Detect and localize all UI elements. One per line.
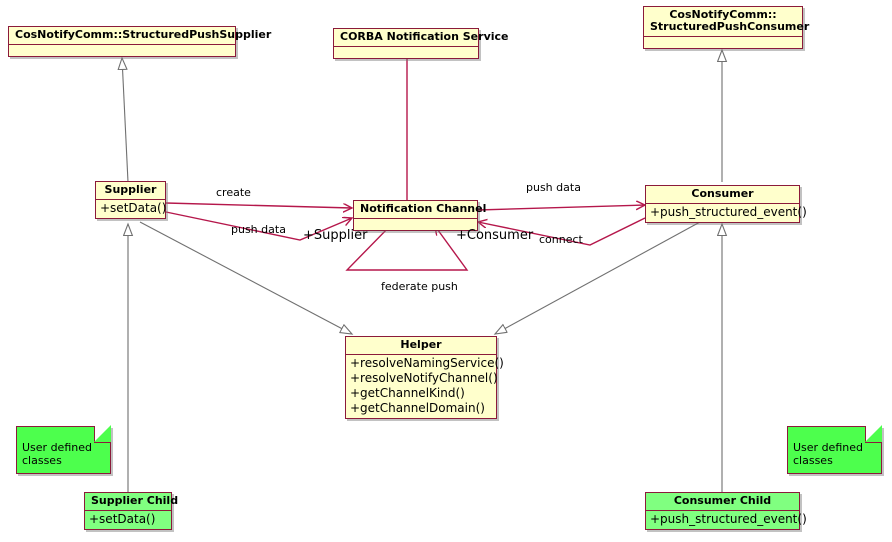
note-line1: User defined [793, 441, 863, 454]
class-members: +push_structured_event() [646, 204, 807, 222]
class-title: Helper [346, 337, 496, 355]
edge-label-create: create [216, 186, 251, 199]
class-title: Supplier Child [85, 493, 178, 511]
note-user-defined-classes-right[interactable]: User defined classes [787, 424, 882, 474]
class-title: Consumer Child [646, 493, 799, 511]
class-title: CosNotifyComm:: StructuredPushConsumer [644, 7, 809, 37]
class-cosnotifycomm-structuredpushconsumer[interactable]: CosNotifyComm:: StructuredPushConsumer [643, 6, 809, 49]
class-members: +push_structured_event() [646, 511, 807, 529]
class-title: Supplier [96, 182, 165, 200]
class-member: +resolveNotifyChannel() [350, 371, 498, 385]
edge-label-push-data-left: push data [231, 223, 286, 236]
class-title: CosNotifyComm::StructuredPushSupplier [9, 27, 271, 45]
class-members [644, 37, 802, 48]
class-members [334, 47, 478, 58]
class-supplier[interactable]: Supplier +setData() [95, 181, 166, 219]
class-member: +resolveNamingService() [350, 356, 504, 370]
edge-label-push-data-right: push data [526, 181, 581, 194]
class-notification-channel[interactable]: Notification Channel [353, 200, 486, 231]
edge-supplier-inherits-spsupplier [122, 58, 129, 183]
class-helper[interactable]: Helper +resolveNamingService() +resolveN… [345, 336, 504, 419]
class-consumer-child[interactable]: Consumer Child +push_structured_event() [645, 492, 807, 530]
class-members: +setData() [85, 511, 171, 529]
class-member: +getChannelDomain() [350, 401, 485, 415]
edge-channel-pushdata-consumer [477, 205, 645, 211]
class-cosnotifycomm-structuredpushsupplier[interactable]: CosNotifyComm::StructuredPushSupplier [8, 26, 271, 57]
note-user-defined-classes-left[interactable]: User defined classes [16, 424, 111, 474]
class-consumer[interactable]: Consumer +push_structured_event() [645, 185, 807, 223]
class-members [9, 45, 235, 56]
edge-label-consumer-role: +Consumer [456, 228, 534, 243]
class-title-line1: CosNotifyComm:: [669, 8, 777, 21]
class-supplier-child[interactable]: Supplier Child +setData() [84, 492, 178, 530]
class-members: +setData() [96, 200, 167, 218]
class-title: Notification Channel [354, 201, 486, 219]
note-fold-corner-icon [93, 424, 111, 443]
class-title: Consumer [646, 186, 799, 204]
edge-supplier-create-channel [165, 202, 352, 208]
note-fold-corner-icon [864, 424, 882, 443]
class-member: +push_structured_event() [650, 512, 807, 526]
class-members: +resolveNamingService() +resolveNotifyCh… [346, 355, 504, 418]
class-title: CORBA Notification Service [334, 29, 509, 47]
class-member: +setData() [89, 512, 156, 526]
note-line2: classes [22, 454, 62, 467]
class-member: +push_structured_event() [650, 205, 807, 219]
class-member: +setData() [100, 201, 167, 215]
class-corba-notification-service[interactable]: CORBA Notification Service [333, 28, 509, 59]
note-line1: User defined [22, 441, 92, 454]
class-member: +getChannelKind() [350, 386, 465, 400]
edge-label-federate-push: federate push [381, 280, 458, 293]
edge-label-supplier-role: +Supplier [303, 228, 368, 243]
class-title-line2: StructuredPushConsumer [650, 20, 810, 33]
edge-label-connect: connect [539, 233, 583, 246]
note-line2: classes [793, 454, 833, 467]
inheritance-edges [122, 50, 722, 492]
